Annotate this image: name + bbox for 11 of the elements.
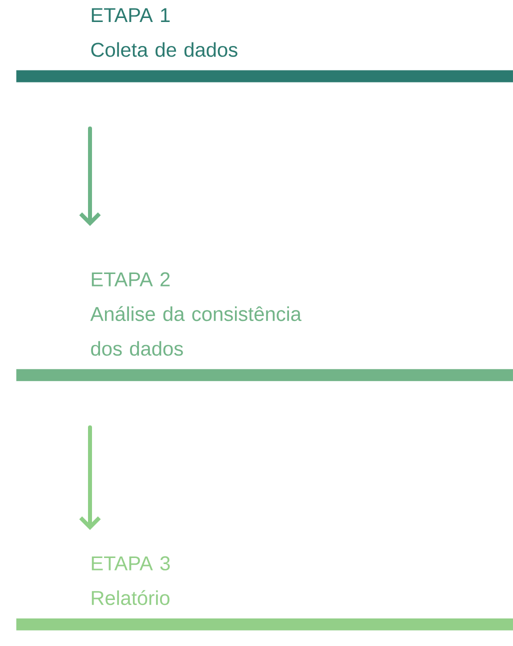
arrow [79, 425, 101, 530]
node-label: ETAPA 2 [92, 272, 170, 286]
stage-block: ETAPA 1 Coleta de dados [16, 8, 513, 82]
stage-block: ETAPA 3 Relatório [16, 556, 513, 630]
node-label: Coleta de dados [91, 42, 238, 57]
arrow [79, 126, 101, 226]
node-label: Análise da consistência dos dados [90, 306, 302, 356]
node-label: ETAPA 3 [92, 556, 170, 570]
node-label: ETAPA 1 [92, 8, 170, 22]
node-label: Relatório [92, 590, 170, 606]
stage-block: ETAPA 2 Análise da consistência dos dados [16, 272, 513, 382]
